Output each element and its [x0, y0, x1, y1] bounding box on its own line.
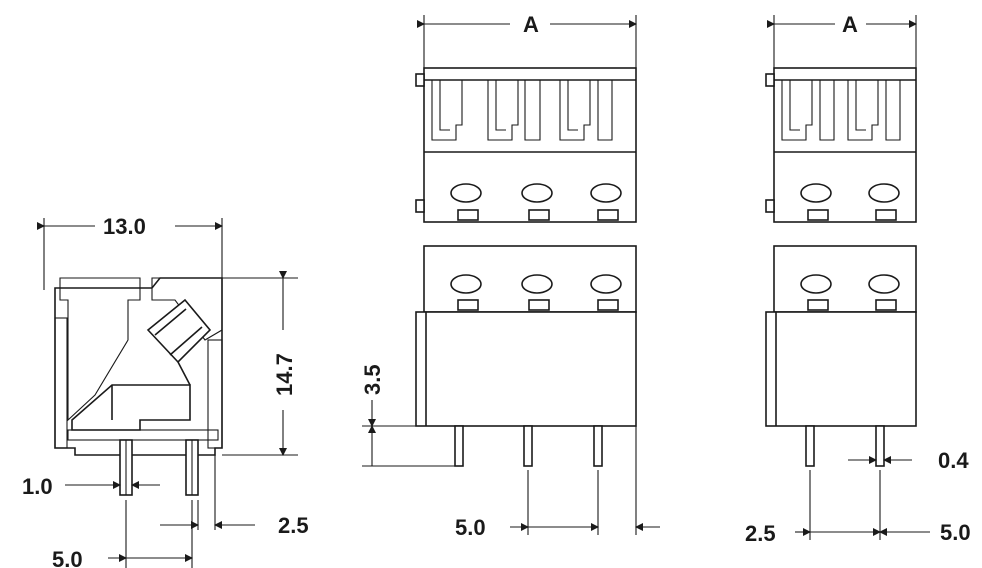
dim-5-0-side: 5.0: [52, 547, 83, 568]
side-view: 13.0 14.7 1.0 2.5 5.0: [22, 214, 309, 568]
dim-5-0-right: 5.0: [940, 520, 971, 545]
dim-13-0: 13.0: [103, 214, 146, 239]
top-view-2-pole: A: [765, 12, 917, 223]
dim-1-0: 1.0: [22, 474, 53, 499]
dim-A-3-pole: A: [523, 12, 539, 37]
dim-3-5: 3.5: [360, 364, 385, 395]
dim-5-0-pitch: 5.0: [455, 515, 486, 540]
top-view-3-pole: A: [415, 12, 637, 223]
dim-A-2-pole: A: [842, 12, 858, 37]
dim-14-7: 14.7: [272, 353, 297, 396]
front-view-2-pole: 0.4 2.5 5.0: [745, 245, 971, 546]
dim-0-4: 0.4: [938, 448, 969, 473]
dim-2-5-right: 2.5: [745, 521, 776, 546]
front-view-3-pole: 3.5 5.0: [360, 245, 660, 540]
dim-2-5-side: 2.5: [278, 513, 309, 538]
